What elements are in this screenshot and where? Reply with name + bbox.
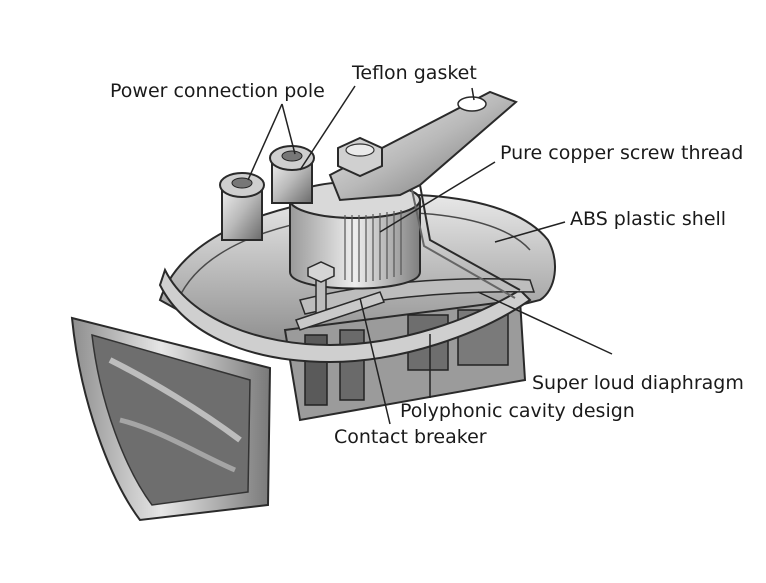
leader-abs-shell bbox=[494, 221, 566, 243]
leader-lines bbox=[247, 85, 613, 425]
label-abs-plastic-shell: ABS plastic shell bbox=[570, 208, 727, 230]
horn-trumpet bbox=[70, 316, 272, 522]
label-pure-copper-screw-thread: Pure copper screw thread bbox=[500, 142, 744, 164]
label-polyphonic-cavity-design: Polyphonic cavity design bbox=[400, 400, 635, 422]
base-rim bbox=[158, 267, 532, 364]
leader-copper-thread bbox=[379, 161, 496, 233]
leader-contact-breaker bbox=[359, 297, 391, 425]
leader-power-pole-b bbox=[281, 103, 296, 155]
label-teflon-gasket: Teflon gasket bbox=[352, 62, 477, 84]
label-contact-breaker: Contact breaker bbox=[334, 426, 487, 448]
mounting-bracket bbox=[328, 90, 521, 299]
label-super-loud-diaphragm: Super loud diaphragm bbox=[532, 372, 744, 394]
leader-power-pole-a bbox=[247, 103, 283, 181]
leader-bracket-hole bbox=[471, 87, 475, 101]
contact-breaker-screw bbox=[295, 261, 385, 331]
leader-teflon-gasket bbox=[299, 85, 356, 171]
label-power-connection-pole: Power connection pole bbox=[110, 80, 325, 102]
power-pole-left bbox=[219, 172, 265, 241]
center-nut bbox=[337, 136, 383, 178]
leader-diaphragm bbox=[477, 291, 613, 355]
power-pole-right bbox=[269, 145, 315, 204]
